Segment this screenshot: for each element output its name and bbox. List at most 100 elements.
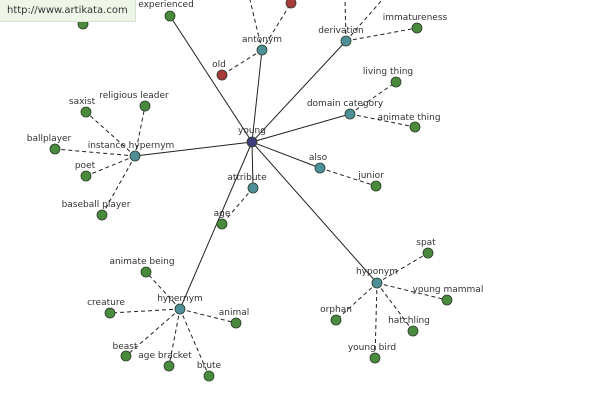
leaf-label-old: old — [212, 60, 226, 70]
edge-young-experienced — [169, 15, 253, 143]
edge-hyponym-young-bird — [374, 282, 378, 359]
edge-hypernym-beast — [125, 308, 181, 357]
leaf-node-brute[interactable] — [203, 370, 215, 382]
leaf-node-spat[interactable] — [422, 247, 434, 259]
category-node-hypernym[interactable] — [174, 303, 186, 315]
leaf-node-young-bird[interactable] — [369, 352, 381, 364]
edge-hyponym-spat — [376, 252, 429, 284]
leaf-label-creature: creature — [87, 298, 125, 308]
leaf-label-beast: beast — [113, 342, 138, 352]
edge-hypernym-creature — [109, 308, 181, 314]
leaf-node-saxist[interactable] — [80, 106, 92, 118]
category-label-also: also — [309, 153, 328, 163]
center-node-young[interactable] — [246, 136, 258, 148]
leaf-label-animate-thing: animate thing — [377, 113, 440, 123]
leaf-node-immatureness[interactable] — [411, 22, 423, 34]
category-node-also[interactable] — [314, 162, 326, 174]
edge-instance-hypernym-poet — [85, 155, 136, 177]
leaf-node-experienced[interactable] — [164, 10, 176, 22]
category-label-instance-hypernym: instance hypernym — [88, 141, 175, 151]
edges-layer — [54, 0, 448, 377]
edge-domain-category-living-thing — [349, 81, 397, 115]
leaf-node-poet[interactable] — [80, 170, 92, 182]
edge-also-junior — [319, 167, 377, 187]
edge-young-derivation — [251, 40, 347, 143]
leaf-label-orphan: orphan — [320, 305, 352, 315]
edge-derivation-offscreen-b — [345, 0, 383, 42]
category-node-antonym[interactable] — [256, 44, 268, 56]
edge-antonym-offscreen — [249, 0, 263, 51]
edge-attribute-age — [221, 187, 254, 225]
edge-hyponym-orphan — [335, 282, 378, 321]
site-url-link[interactable]: http://www.artikata.com — [0, 0, 136, 22]
edge-hypernym-brute — [179, 308, 210, 377]
edge-instance-hypernym-baseball-player — [101, 155, 136, 216]
leaf-label-baseball-player: baseball player — [62, 200, 131, 210]
leaf-label-junior: junior — [357, 171, 384, 181]
leaf-label-animal: animal — [219, 308, 250, 318]
leaf-node-age-bracket[interactable] — [163, 360, 175, 372]
leaf-node-young-mammal[interactable] — [441, 294, 453, 306]
leaf-label-poet: poet — [75, 161, 96, 171]
category-node-derivation[interactable] — [340, 35, 352, 47]
leaf-label-hatchling: hatchling — [388, 316, 430, 326]
leaf-node-ballplayer[interactable] — [49, 143, 61, 155]
edge-hyponym-hatchling — [376, 282, 414, 332]
leaf-node-animate-being[interactable] — [140, 266, 152, 278]
edge-hypernym-animate-being — [145, 271, 181, 310]
edge-derivation-immatureness — [345, 27, 418, 42]
edge-young-instance-hypernym — [134, 141, 253, 157]
leaf-label-religious-leader: religious leader — [99, 91, 169, 101]
leaf-label-age-bracket: age bracket — [138, 351, 192, 361]
leaf-node-old[interactable] — [216, 69, 228, 81]
category-label-hyponym: hyponym — [356, 267, 398, 277]
leaf-node-religious-leader[interactable] — [139, 100, 151, 112]
leaf-node-animal[interactable] — [230, 317, 242, 329]
edge-young-attribute — [251, 141, 254, 189]
category-label-antonym: antonym — [242, 35, 282, 45]
leaf-node-junior[interactable] — [370, 180, 382, 192]
leaf-node-beast[interactable] — [120, 350, 132, 362]
edge-instance-hypernym-religious-leader — [134, 105, 146, 157]
leaf-node-orphan[interactable] — [330, 314, 342, 326]
edge-antonym-old — [221, 49, 263, 76]
leaf-node-creature[interactable] — [104, 307, 116, 319]
leaf-node-baseball-player[interactable] — [96, 209, 108, 221]
category-label-attribute: attribute — [227, 173, 267, 183]
edge-instance-hypernym-ballplayer — [54, 148, 136, 157]
category-node-attribute[interactable] — [247, 182, 259, 194]
edge-antonym-unlabeled-top-red — [261, 2, 292, 51]
edge-young-also — [251, 141, 321, 169]
leaf-node-living-thing[interactable] — [390, 76, 402, 88]
leaf-node-unlabeled-top-red[interactable] — [285, 0, 297, 9]
edge-hyponym-young-mammal — [376, 282, 448, 301]
leaf-label-young-mammal: young mammal — [413, 285, 484, 295]
leaf-label-immatureness: immatureness — [383, 13, 448, 23]
edge-young-hypernym — [179, 141, 253, 310]
edge-young-domain-category — [251, 113, 351, 143]
leaf-label-experienced: experienced — [138, 0, 194, 10]
category-node-instance-hypernym[interactable] — [129, 150, 141, 162]
edge-instance-hypernym-saxist — [85, 111, 136, 157]
edge-hypernym-animal — [179, 308, 237, 324]
edge-young-antonym — [251, 49, 263, 143]
category-label-domain-category: domain category — [307, 99, 384, 109]
category-label-hypernym: hypernym — [157, 294, 203, 304]
leaf-label-young-bird: young bird — [348, 343, 396, 353]
leaf-label-brute: brute — [197, 361, 222, 371]
leaf-label-age: age — [214, 209, 231, 219]
leaf-label-animate-being: animate being — [109, 257, 174, 267]
leaf-node-animate-thing[interactable] — [409, 121, 421, 133]
leaf-label-living-thing: living thing — [363, 67, 413, 77]
leaf-label-spat: spat — [416, 238, 436, 248]
leaf-node-age[interactable] — [216, 218, 228, 230]
leaf-node-hatchling[interactable] — [407, 325, 419, 337]
category-node-hyponym[interactable] — [371, 277, 383, 289]
leaf-label-ballplayer: ballplayer — [27, 134, 72, 144]
center-label-young: young — [238, 126, 266, 136]
edge-hypernym-age-bracket — [168, 308, 181, 367]
category-node-domain-category[interactable] — [344, 108, 356, 120]
